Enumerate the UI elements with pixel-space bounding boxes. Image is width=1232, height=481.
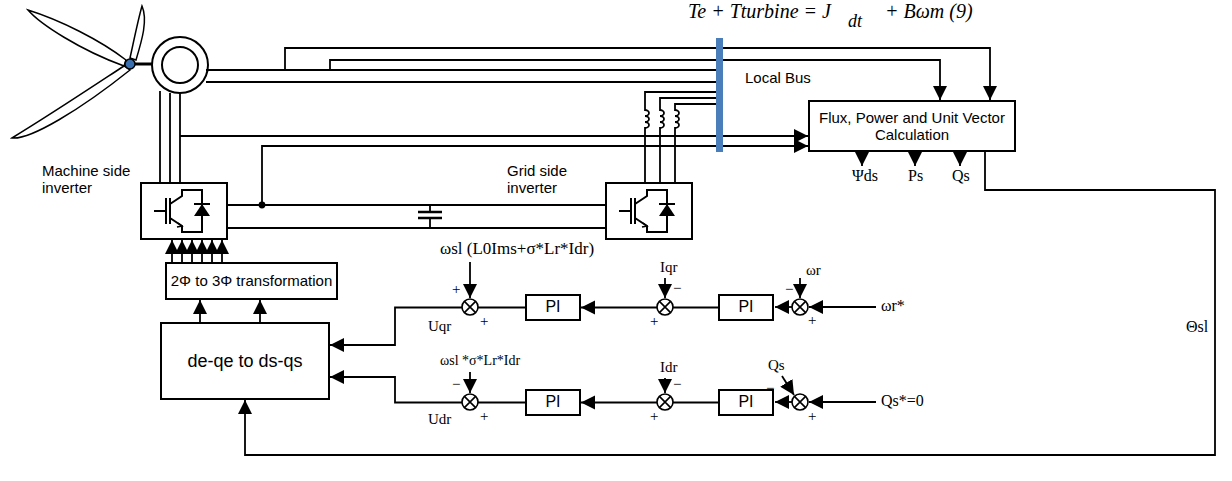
equation-text: Te + Tturbine = J: [688, 0, 831, 22]
signal-label: Iqr: [660, 259, 678, 276]
signal-label: +: [452, 281, 460, 298]
signal-connector: [171, 240, 173, 262]
signal-connector: [199, 300, 201, 322]
signal-label: Qs: [952, 167, 970, 185]
signal-label: ωsl *σ*Lr*Idr: [440, 353, 520, 368]
box-label: 2Φ to 3Φ transformation: [171, 272, 333, 289]
signal-connector: [581, 307, 718, 309]
signal-connector: [221, 240, 223, 262]
signal-label: +: [480, 408, 488, 425]
signal-connector: [201, 240, 203, 262]
signal-label: −: [785, 281, 793, 298]
signal-label: ωsl (L0Ims+σ*Lr*Idr): [440, 240, 594, 259]
equation-text: dt: [848, 12, 862, 32]
pi-controller: PI: [718, 389, 774, 416]
inverter-symbol: [154, 190, 210, 232]
signal-connector: [330, 308, 525, 346]
edge-label: Θsl: [1184, 318, 1210, 336]
process-box: de-qe to ds-qs: [160, 322, 330, 400]
signal-connector: [330, 377, 525, 403]
signal-label: Ψds: [852, 167, 878, 185]
inverter-box: Machine side inverter: [140, 182, 228, 240]
signal-label: +: [650, 408, 658, 425]
pi-controller: PI: [525, 294, 581, 321]
signal-label: +: [650, 313, 658, 330]
equation-text: + Bωm (9): [885, 0, 973, 22]
local-bus-bar: [716, 38, 723, 152]
box-label: PI: [738, 298, 753, 316]
box-heading: Grid side inverter: [507, 162, 599, 197]
signal-label: −: [452, 376, 460, 393]
process-box: 2Φ to 3Φ transformation: [165, 262, 338, 300]
signal-connector: [191, 240, 193, 262]
signal-label: Idr: [660, 359, 678, 376]
process-box: Flux, Power and Unit Vector Calculation: [808, 100, 1016, 152]
box-label: PI: [738, 393, 753, 411]
box-label: de-qe to ds-qs: [187, 351, 302, 372]
box-heading: Machine side inverter: [42, 162, 134, 197]
signal-label: −: [673, 280, 681, 297]
signal-label: Qs: [768, 357, 785, 374]
signal-label: +: [808, 408, 816, 425]
signal-label: ωr*: [881, 297, 905, 315]
signal-label: Ps: [908, 167, 923, 185]
signal-connector: [181, 240, 183, 262]
signal-label: Udr: [428, 411, 451, 428]
wind-turbine: [12, 6, 152, 138]
signal-label: +: [480, 313, 488, 330]
bus-label: Local Bus: [745, 70, 811, 87]
signal-label: ωr: [806, 262, 821, 279]
box-label: PI: [545, 298, 560, 316]
signal-label: −: [673, 376, 681, 393]
signal-label: Uqr: [428, 318, 451, 335]
signal-connector: [245, 152, 1215, 455]
generator: [152, 37, 208, 93]
signal-label: +: [808, 312, 816, 329]
pi-controller: PI: [718, 294, 774, 321]
signal-label: Qs*=0: [881, 392, 924, 410]
inverter-symbol: [619, 190, 675, 232]
inverter-box: Grid side inverter: [605, 182, 693, 240]
signal-connector: [581, 402, 718, 404]
signal-label: −: [766, 380, 774, 397]
box-label: Flux, Power and Unit Vector Calculation: [810, 109, 1014, 144]
pi-controller: PI: [525, 389, 581, 416]
box-label: PI: [545, 393, 560, 411]
signal-connector: [259, 300, 261, 322]
signal-connector: [211, 240, 213, 262]
